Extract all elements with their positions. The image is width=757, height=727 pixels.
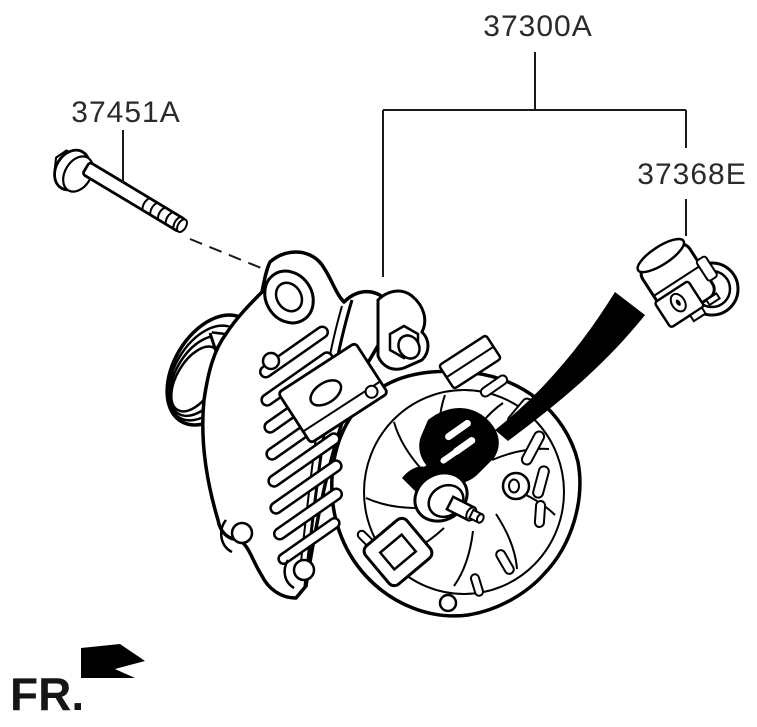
shaft-drawing	[413, 471, 485, 524]
leader-lines	[122, 52, 687, 277]
fr-arrow-icon	[81, 644, 145, 678]
part-label-37300A[interactable]: 37300A	[483, 10, 593, 43]
mounting-bolt-drawing	[53, 148, 188, 234]
square-hole-ear	[362, 516, 434, 588]
rear-boss-hole	[508, 478, 520, 494]
part-label-37451A[interactable]: 37451A	[71, 96, 181, 129]
regulator-black-area	[402, 408, 499, 492]
bolt-axis-dashed	[189, 238, 267, 271]
bracket-plate	[278, 342, 388, 444]
bottom-ear-hole	[438, 593, 458, 613]
fr-direction-label: FR.	[10, 668, 85, 720]
rear-rim-inner	[363, 389, 565, 595]
front-housing-drawing	[201, 250, 396, 600]
part-label-37368E[interactable]: 37368E	[637, 158, 747, 191]
connector-cap-drawing	[636, 237, 740, 328]
bottom-ears	[219, 519, 316, 590]
install-swoosh-arrow-icon	[495, 292, 645, 441]
rear-lug-hex	[376, 289, 502, 390]
top-mounting-lug	[261, 269, 315, 371]
